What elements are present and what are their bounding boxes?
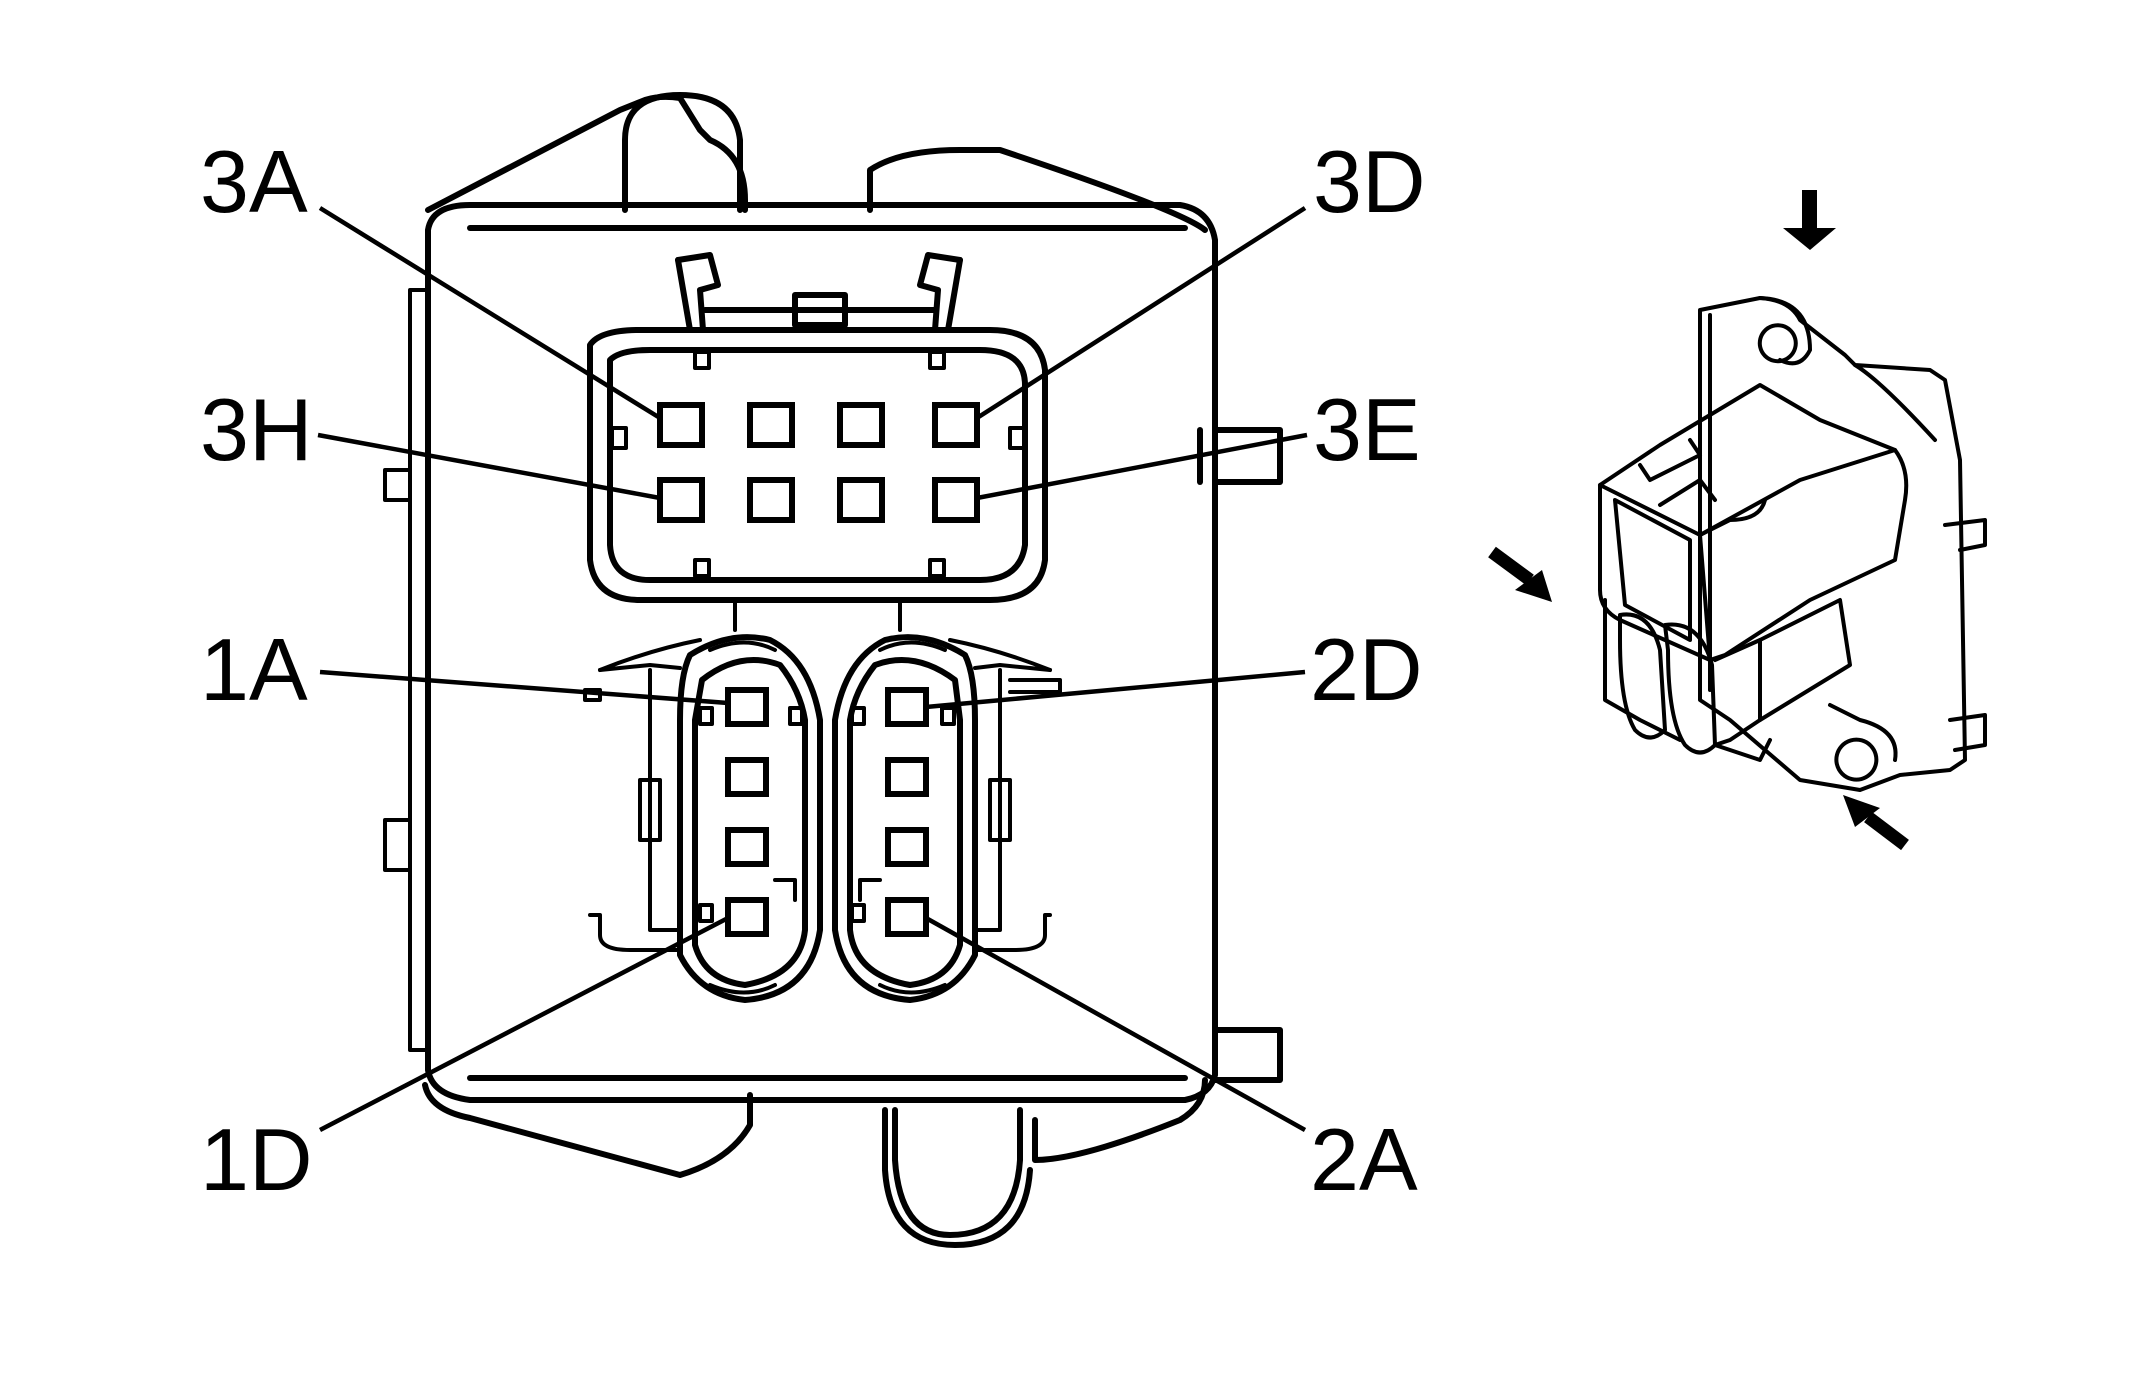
pin-3e <box>932 477 980 523</box>
connector-face-view: 3A 3D 3H 3E 1A 2D 1D 2A <box>200 92 1426 1248</box>
callout-3d: 3D <box>1313 132 1426 231</box>
bottom-mounting-ear <box>422 1077 1208 1248</box>
leader-3d <box>975 206 1307 420</box>
leader-3h <box>317 432 661 501</box>
leader-3e <box>976 432 1308 501</box>
callout-2d: 2D <box>1310 620 1423 719</box>
callout-leaders <box>317 206 1308 1132</box>
callout-2a: 2A <box>1310 1110 1418 1209</box>
connector-3-housing <box>587 252 1048 603</box>
connector-2-housing <box>832 634 978 1003</box>
pin-3a <box>657 402 705 448</box>
pin-3d <box>932 402 980 448</box>
cavity-bridge <box>598 598 1052 672</box>
callout-labels: 3A 3D 3H 3E 1A 2D 1D 2A <box>200 132 1426 1209</box>
pin-2a <box>885 897 929 937</box>
pin-1c <box>725 827 769 867</box>
callout-1d: 1D <box>200 1110 313 1209</box>
pin-2d <box>885 687 929 727</box>
pin-1d <box>725 897 769 937</box>
callout-1a: 1A <box>200 620 308 719</box>
connector-isometric-view <box>1488 190 1987 851</box>
arrow-icon-top <box>1783 190 1836 250</box>
arrow-icon-bottom-right <box>1843 795 1909 851</box>
pin-3h <box>657 477 705 523</box>
leader-2a <box>924 916 1307 1132</box>
callout-3e: 3E <box>1313 380 1421 479</box>
lower-side-flanges <box>583 663 1062 952</box>
leader-1a <box>319 669 729 706</box>
leader-2d <box>925 669 1306 710</box>
pin-2c <box>885 757 929 797</box>
pin-1a <box>725 687 769 727</box>
connector-1-housing <box>677 634 823 1003</box>
pin-3b <box>747 402 795 448</box>
callout-3a: 3A <box>200 132 308 231</box>
top-mounting-ear <box>425 92 1208 233</box>
callout-3h: 3H <box>200 380 313 479</box>
pin-1b <box>725 757 769 797</box>
pin-3g <box>747 477 795 523</box>
pin-2b <box>885 827 929 867</box>
pin-3c <box>837 402 885 448</box>
leader-1d <box>318 916 730 1132</box>
leader-3a <box>318 206 662 420</box>
connector-body <box>383 202 1283 1103</box>
pin-3f <box>837 477 885 523</box>
arrow-icon-left <box>1488 546 1552 602</box>
